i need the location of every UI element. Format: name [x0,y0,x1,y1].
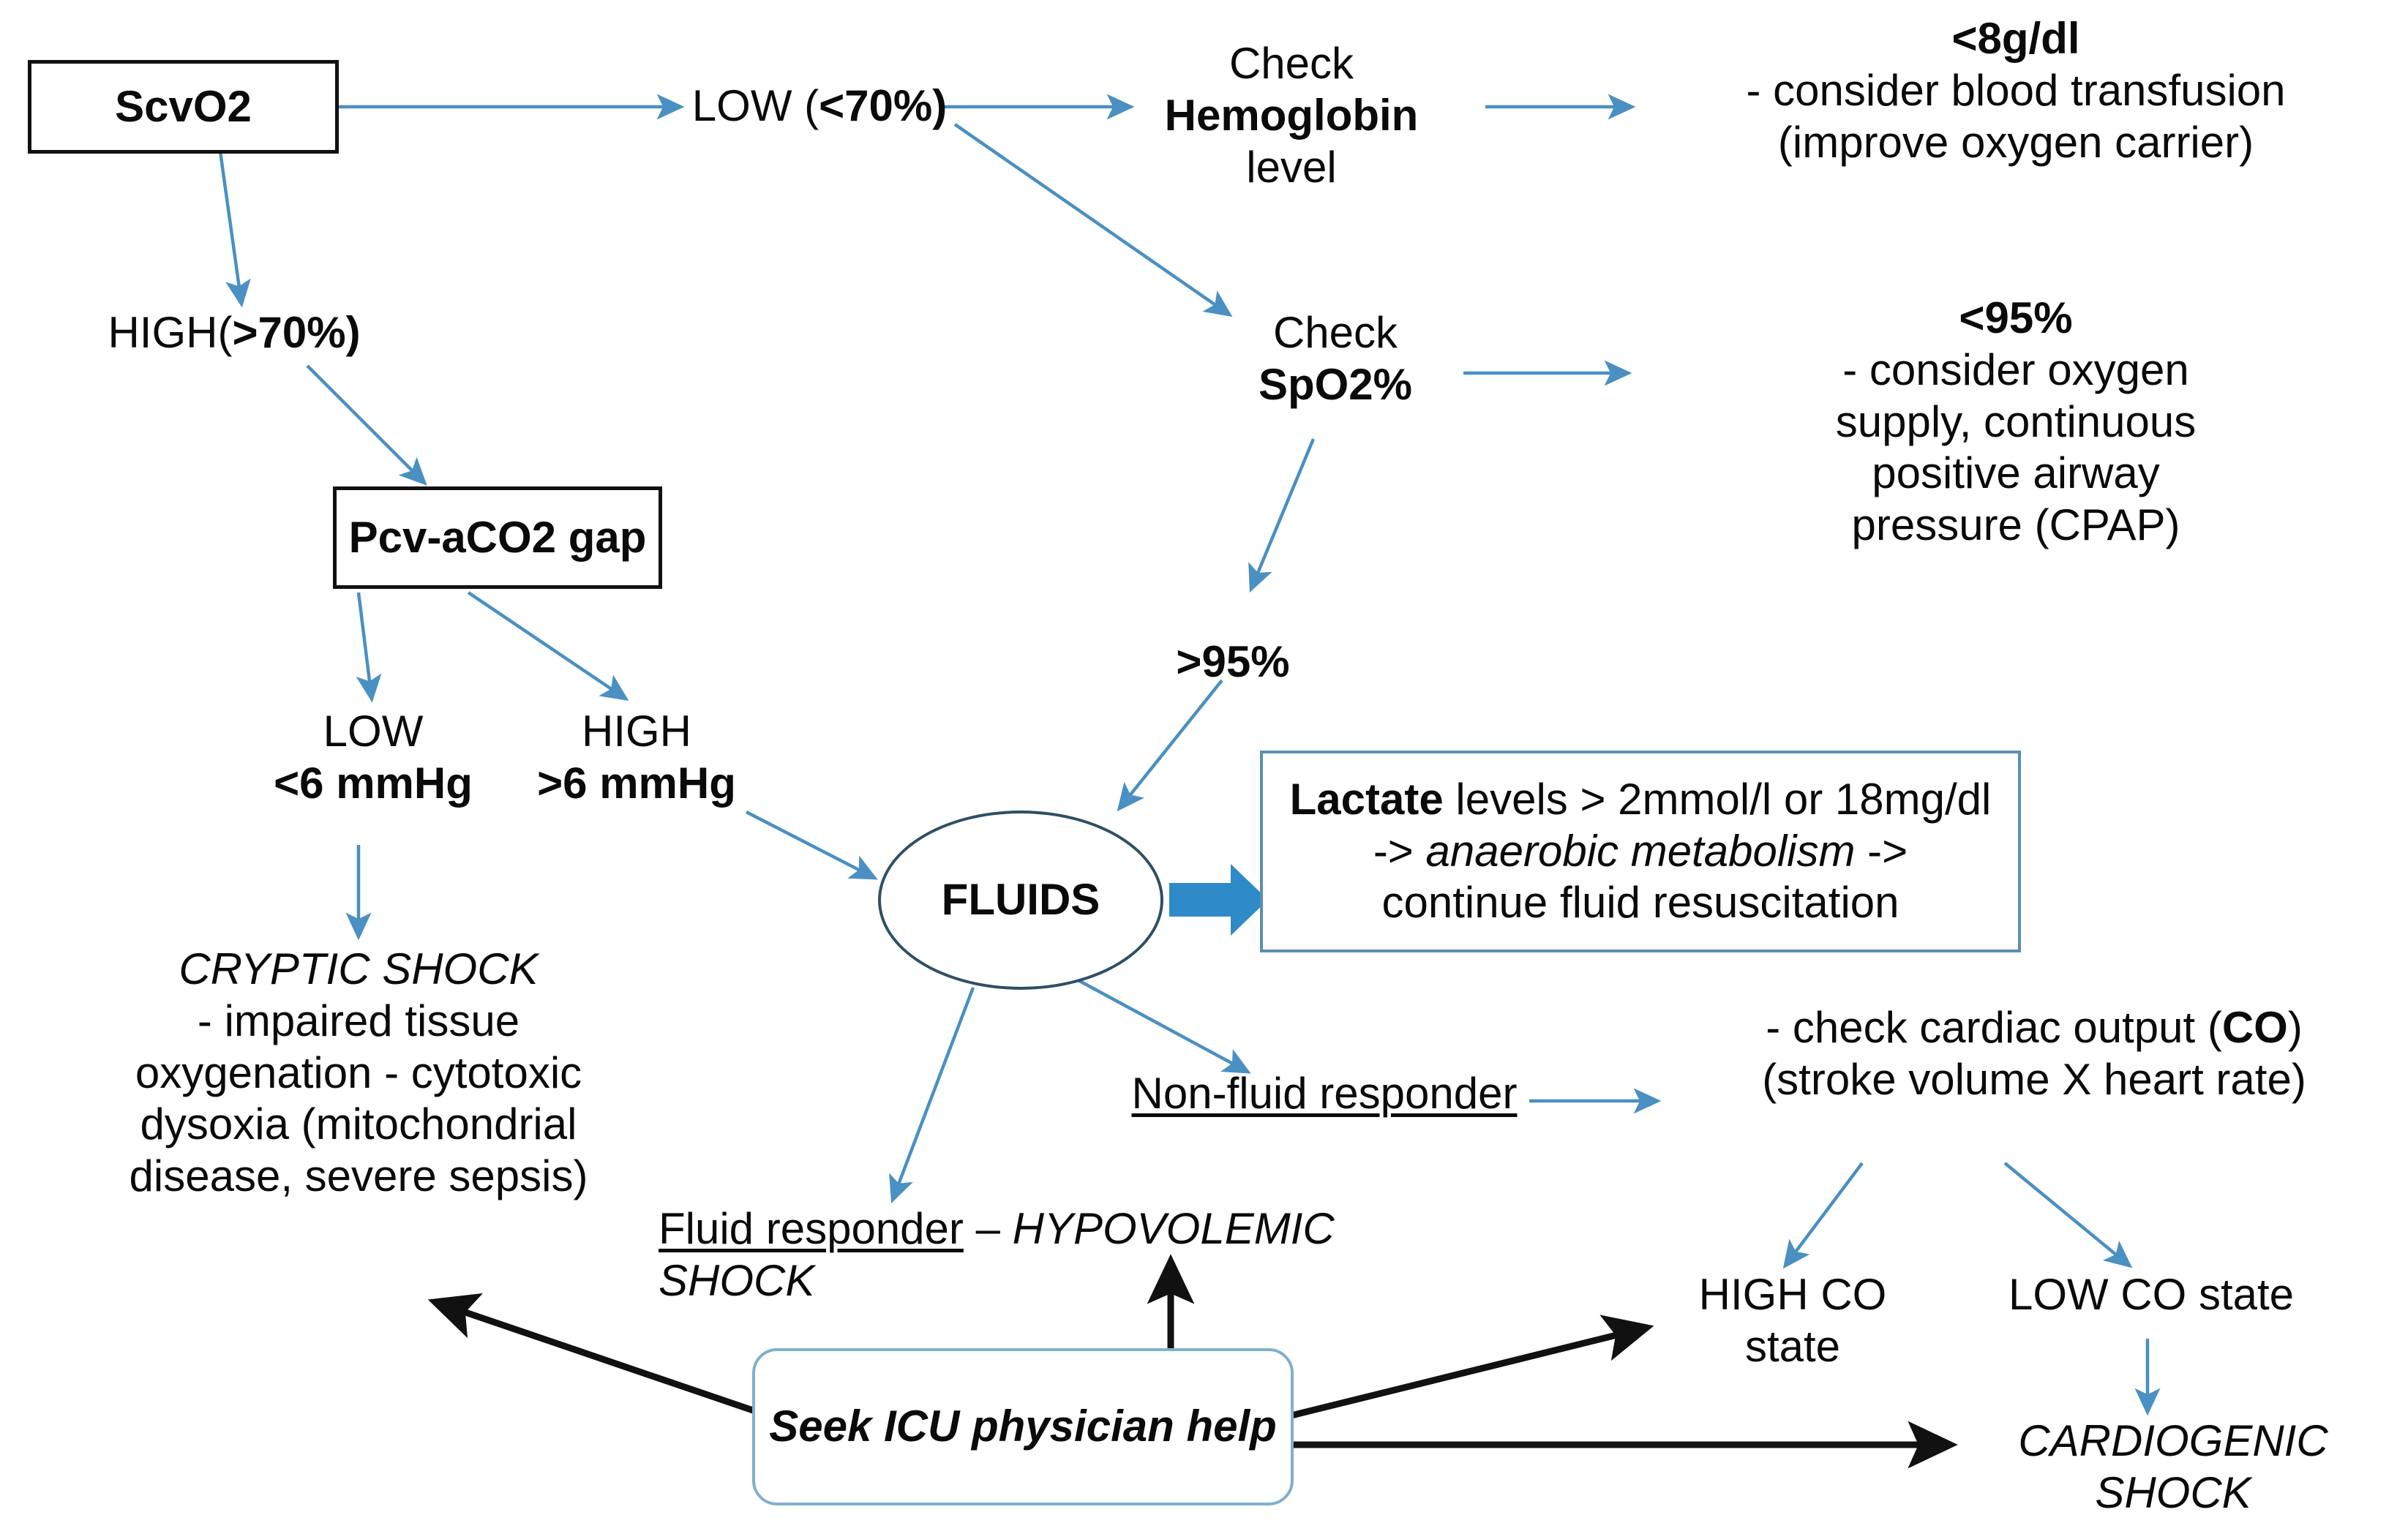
node-non-fluid-responder[interactable]: Non-fluid responder [1119,1068,1529,1120]
lactate-line2-suffix: -> [1855,826,1908,876]
node-spo2-action[interactable]: <95% - consider oxygen supply, continuou… [1643,293,2389,552]
fluid-responder-separator: – [963,1204,1013,1253]
node-hemoglobin-action[interactable]: <8g/dl - consider blood transfusion (imp… [1643,13,2389,168]
lactate-line2-prefix: -> [1373,826,1426,876]
cryptic-shock-line2: - impaired tissue [197,996,520,1045]
node-gap-high[interactable]: HIGH >6 mmHg [505,706,768,810]
edge-fluids-fluidresponder [889,987,975,1204]
node-cardiac-output[interactable]: - check cardiac output (CO) (stroke volu… [1668,1002,2400,1106]
cardiac-output-abbrev: CO [2221,1003,2288,1052]
fluids-label: FLUIDS [941,875,1100,925]
node-fluid-responder[interactable]: Fluid responder – HYPOVOLEMIC SHOCK [659,1203,1478,1307]
edge-over95-fluids [1117,679,1223,812]
spo2-action-threshold: <95% [1959,293,2073,342]
node-cardiogenic-shock[interactable]: CARDIOGENIC SHOCK [1946,1415,2400,1519]
check-spo2-line1: Check [1272,308,1398,357]
non-fluid-responder-label: Non-fluid responder [1131,1069,1518,1118]
node-check-spo2[interactable]: Check SpO2% [1200,307,1471,411]
block-arrow-icon [1169,864,1268,936]
edge-spo2-over95 [1248,438,1316,593]
edge-fluids-nonfluid [1063,971,1251,1074]
scvo2-label: ScvO2 [115,81,252,131]
edge-high70-gap [306,364,427,486]
edge-icu-highco [1290,1315,1654,1419]
hemoglobin-action-line2: - consider blood transfusion [1746,65,2286,115]
cardiac-output-line2: (stroke volume X heart rate) [1762,1054,2306,1104]
node-pcv-aco2-gap[interactable]: Pcv-aCO2 gap [333,486,662,589]
low-co-state-label: LOW CO state [2008,1270,2295,1319]
spo2-action-line4: positive airway [1872,448,2160,498]
edge-co-lowco [2003,1162,2133,1268]
lactate-line1: Lactate levels > 2mmol/l or 18mg/dl [1280,774,2000,826]
node-high-70[interactable]: HIGH(>70%) [95,307,373,359]
cryptic-shock-line5: disease, severe sepsis) [129,1151,588,1201]
cardiac-output-line1: - check cardiac output (CO) [1668,1002,2400,1054]
seek-icu-label: Seek ICU physician help [769,1402,1277,1451]
node-seek-icu[interactable]: Seek ICU physician help [752,1348,1294,1505]
node-low-70[interactable]: LOW (<70%) [680,80,959,132]
edge-co-highco [1782,1162,1864,1269]
edge-gap-low [356,592,382,703]
hypovolemic-shock-label: HYPOVOLEMIC SHOCK [659,1204,1335,1305]
low-70-value: <70%) [819,81,948,130]
cryptic-shock-line4: dysoxia (mitochondrial [140,1099,577,1149]
cryptic-shock-title: CRYPTIC SHOCK [179,944,539,993]
node-fluids[interactable]: FLUIDS [878,811,1163,990]
node-cryptic-shock[interactable]: CRYPTIC SHOCK - impaired tissue oxygenat… [59,944,659,1203]
check-spo2-line2: SpO2% [1258,359,1413,409]
lactate-line1-rest: levels > 2mmol/l or 18mg/dl [1443,774,1992,824]
lactate-line2: -> anaerobic metabolism -> [1280,826,2000,878]
edge-icu-crypticshock [427,1293,759,1415]
node-lactate-box[interactable]: Lactate levels > 2mmol/l or 18mg/dl -> a… [1260,751,2021,952]
high-70-value: >70%) [232,308,361,357]
cardiogenic-shock-label: CARDIOGENIC SHOCK [2018,1416,2328,1517]
check-hemoglobin-line2: Hemoglobin [1164,90,1419,140]
node-low-co-state[interactable]: LOW CO state [2005,1269,2298,1321]
gap-low-line1: LOW [323,707,424,756]
node-high-co-state[interactable]: HIGH CO state [1646,1269,1939,1373]
gap-high-line1: HIGH [582,707,691,756]
lactate-keyword: Lactate [1289,774,1444,824]
cryptic-shock-line3: oxygenation - cytotoxic [135,1048,582,1097]
spo2-over-95-label: >95% [1176,637,1290,686]
node-scvo2[interactable]: ScvO2 [28,60,339,154]
pcv-aco2-gap-label: Pcv-aCO2 gap [348,512,647,562]
fluid-responder-label: Fluid responder [659,1204,964,1253]
edge-gaphigh-fluids [745,810,878,880]
node-gap-low[interactable]: LOW <6 mmHg [241,706,505,810]
gap-high-line2: >6 mmHg [537,758,736,808]
edge-scvo2-high70 [217,146,251,308]
spo2-action-line5: pressure (CPAP) [1851,500,2180,550]
hemoglobin-action-threshold: <8g/dl [1951,14,2080,63]
cardiac-output-prefix: - check cardiac output ( [1766,1003,2222,1052]
high-co-state-label: HIGH CO state [1698,1270,1887,1371]
lactate-line2-italic: anaerobic metabolism [1425,826,1856,876]
high-70-prefix: HIGH( [108,308,233,357]
node-spo2-over-95[interactable]: >95% [1130,636,1335,688]
lactate-line3: continue fluid resuscitation [1381,878,1899,928]
check-hemoglobin-line3: level [1246,142,1337,192]
hemoglobin-action-line3: (improve oxygen carrier) [1777,117,2254,167]
spo2-action-line3: supply, continuous [1835,396,2197,446]
gap-low-line2: <6 mmHg [274,758,473,808]
check-hemoglobin-line1: Check [1229,39,1354,88]
edge-gap-high [467,591,629,702]
node-check-hemoglobin[interactable]: Check Hemoglobin level [1138,38,1445,193]
spo2-action-line2: - consider oxygen [1842,345,2189,394]
low-70-prefix: LOW ( [691,81,819,130]
cardiac-output-suffix: ) [2287,1003,2303,1052]
